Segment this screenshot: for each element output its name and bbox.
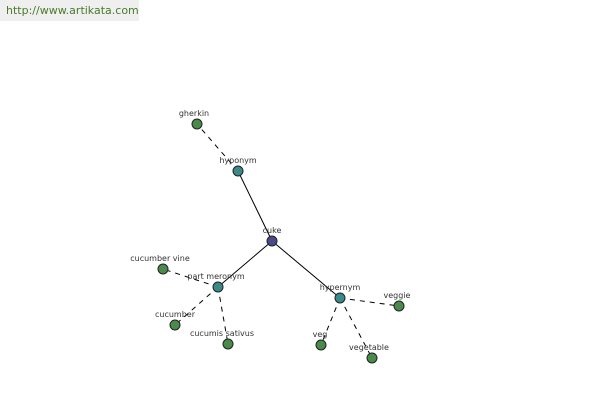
edges-layer [162,123,400,359]
nodes-layer [157,118,405,364]
node-part-meronym[interactable] [212,281,224,293]
node-label-cuke: cuke [263,226,282,235]
node-label-hypernym: hypernym [320,283,361,292]
node-label-gherkin: gherkin [179,109,209,118]
node-label-part-meronym: part meronym [187,272,244,281]
edge-hypernym-to-vegetable [339,297,373,359]
labels-layer: cuke hyponym gherkin part meronym cucumber v… [130,109,410,352]
site-url-link[interactable]: http://www.artikata.com [0,0,139,21]
node-cucumber-vine[interactable] [157,263,169,275]
node-cucumis-sativus[interactable] [222,338,234,350]
edge-cuke-to-part-meronym [217,240,273,288]
node-label-veggie: veggie [384,291,411,300]
node-label-veg: veg [313,330,328,339]
edge-part-meronym-to-cucumber [174,286,219,326]
node-gherkin[interactable] [191,118,203,130]
edge-hypernym-to-veg [320,297,341,346]
edge-cuke-to-hyponym [237,170,273,242]
node-veggie[interactable] [393,300,405,312]
node-label-cucumber-vine: cucumber vine [130,254,190,263]
node-hypernym[interactable] [334,292,346,304]
node-label-cucumis-sativus: cucumis sativus [190,329,254,338]
node-label-cucumber: cucumber [155,310,196,319]
node-veg[interactable] [315,339,327,351]
node-cucumber[interactable] [169,319,181,331]
node-label-hyponym: hyponym [219,156,257,165]
node-vegetable[interactable] [366,352,378,364]
node-cuke[interactable] [266,235,278,247]
node-hyponym[interactable] [232,165,244,177]
edge-cuke-to-hypernym [271,240,341,299]
edge-hyponym-to-gherkin [196,123,239,172]
node-label-vegetable: vegetable [349,343,389,352]
